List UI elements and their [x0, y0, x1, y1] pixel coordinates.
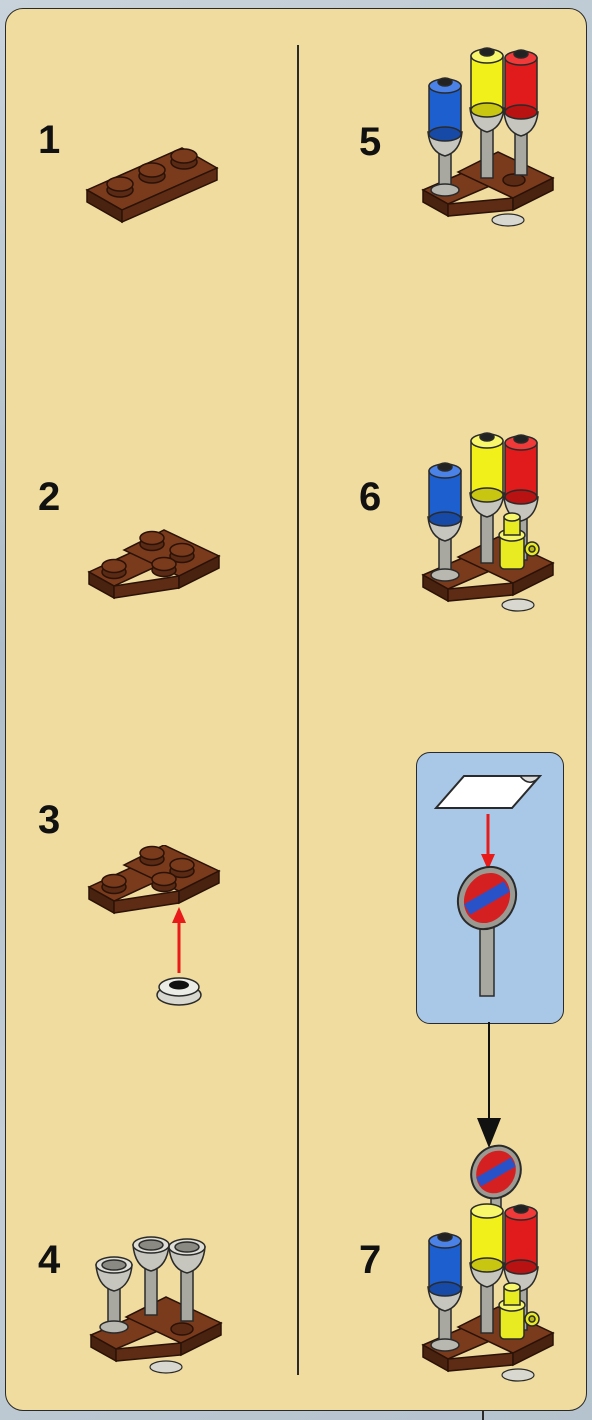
step-number-3: 3 — [38, 800, 60, 840]
step-1-plate-illustration — [82, 140, 222, 230]
down-arrow-icon — [475, 1022, 503, 1152]
step-number-6: 6 — [359, 477, 381, 517]
step-4-illustration — [86, 1225, 226, 1380]
step-7-illustration — [418, 1140, 558, 1385]
step-number-4: 4 — [38, 1240, 60, 1280]
step-number-1: 1 — [38, 120, 60, 160]
step-6-illustration — [418, 425, 558, 615]
step-number-7: 7 — [359, 1240, 381, 1280]
sticker-application-illustration — [416, 752, 564, 1024]
column-divider — [297, 45, 299, 1375]
step-2-plate-illustration — [84, 520, 224, 615]
step-3-illustration — [84, 845, 224, 1010]
step-number-2: 2 — [38, 477, 60, 517]
step-5-illustration — [418, 40, 558, 230]
page-edge-mark — [482, 1411, 484, 1420]
step-number-5: 5 — [359, 122, 381, 162]
